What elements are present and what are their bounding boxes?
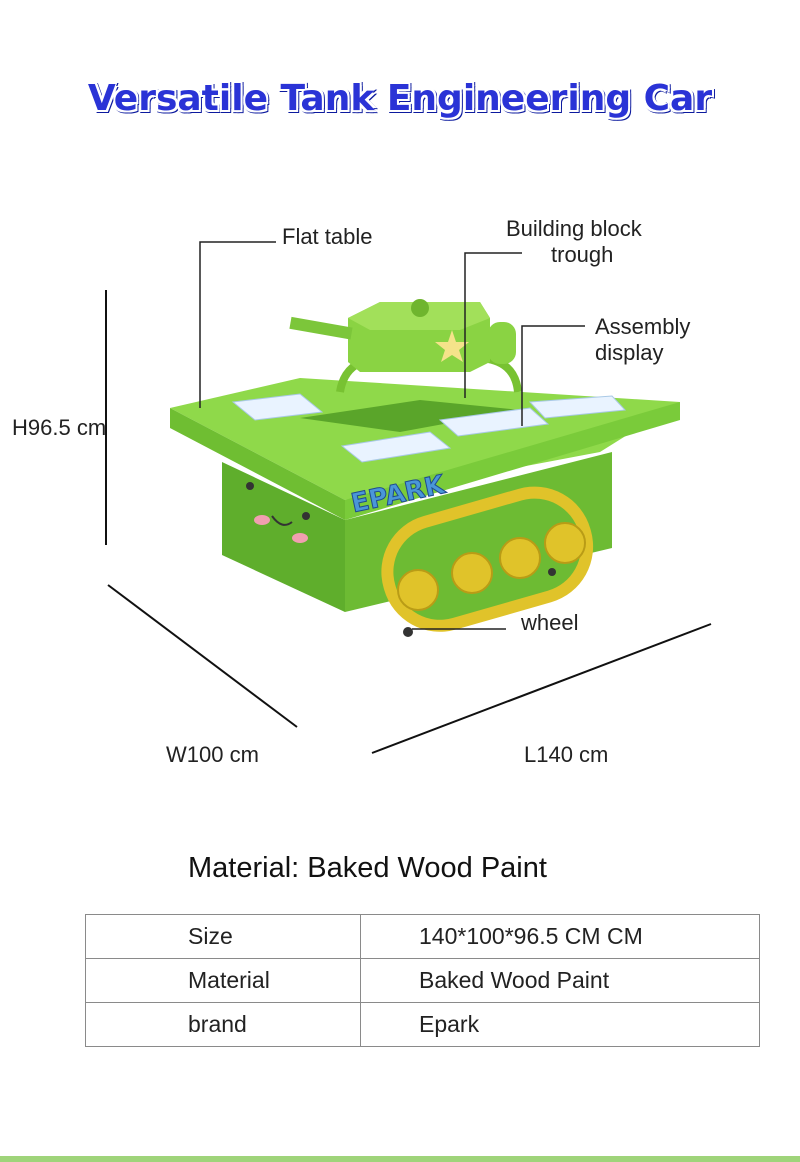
turret-hatch (411, 299, 429, 317)
material-heading: Material: Baked Wood Paint (188, 852, 547, 884)
caster-wheel (403, 627, 413, 637)
face-eye-right (302, 512, 310, 520)
width-dimension-label: W100 cm (166, 742, 259, 767)
table-row: Size 140*100*96.5 CM CM (85, 914, 760, 959)
turret-side-cylinder (488, 322, 516, 364)
assembly-card-3 (438, 407, 550, 437)
building-block-label-2: trough (551, 242, 614, 267)
spec-key: brand (85, 1002, 361, 1047)
building-block-trough (300, 400, 520, 432)
bottom-accent-bar (0, 1156, 800, 1162)
tank-body-left-side (222, 462, 345, 612)
tank-table-edge-front (345, 402, 680, 520)
table-row: Material Baked Wood Paint (85, 958, 760, 1003)
tank-table-edge-left (170, 408, 345, 520)
track-wheel-2 (451, 552, 493, 594)
track-wheel-1 (397, 569, 439, 611)
assembly-display-label: Assembly (595, 314, 691, 339)
turret-cannon (289, 316, 353, 340)
spec-value: Baked Wood Paint (360, 958, 760, 1003)
assembly-card-1 (231, 393, 324, 421)
spec-key: Material (85, 958, 361, 1003)
face-blush-right (292, 533, 308, 543)
face-blush-left (254, 515, 270, 525)
flat-table-label: Flat table (282, 224, 373, 249)
spec-value: Epark (360, 1002, 760, 1047)
assembly-card-4 (528, 395, 627, 419)
assembly-callout-line (521, 325, 585, 426)
length-dimension-line (371, 623, 712, 754)
wheel-label: wheel (521, 610, 579, 635)
face-eye-left (246, 482, 254, 490)
length-dimension-label: L140 cm (524, 742, 609, 767)
assembly-card-2 (340, 431, 452, 463)
assembly-display-label-2: display (595, 340, 664, 365)
width-dimension-line (107, 584, 298, 728)
track-wheel-3 (499, 537, 541, 579)
tank-product-illustration: EPARK (105, 241, 712, 754)
turret-star-icon (435, 330, 469, 362)
flat-table-callout-line (199, 241, 276, 408)
building-block-label: Building block (506, 216, 642, 241)
spec-key: Size (85, 914, 361, 959)
page-title: Versatile Tank Engineering Car (87, 78, 713, 119)
table-row: brand Epark (85, 1002, 760, 1047)
spec-table: Size 140*100*96.5 CM CM Material Baked W… (85, 914, 760, 1047)
building-block-callout-line (464, 252, 522, 398)
spec-value: 140*100*96.5 CM CM (360, 914, 760, 959)
face-mouth (271, 515, 293, 526)
caster-wheel-2 (548, 568, 556, 576)
track-wheel-4 (544, 522, 586, 564)
height-dimension-label: H96.5 cm (12, 415, 107, 440)
